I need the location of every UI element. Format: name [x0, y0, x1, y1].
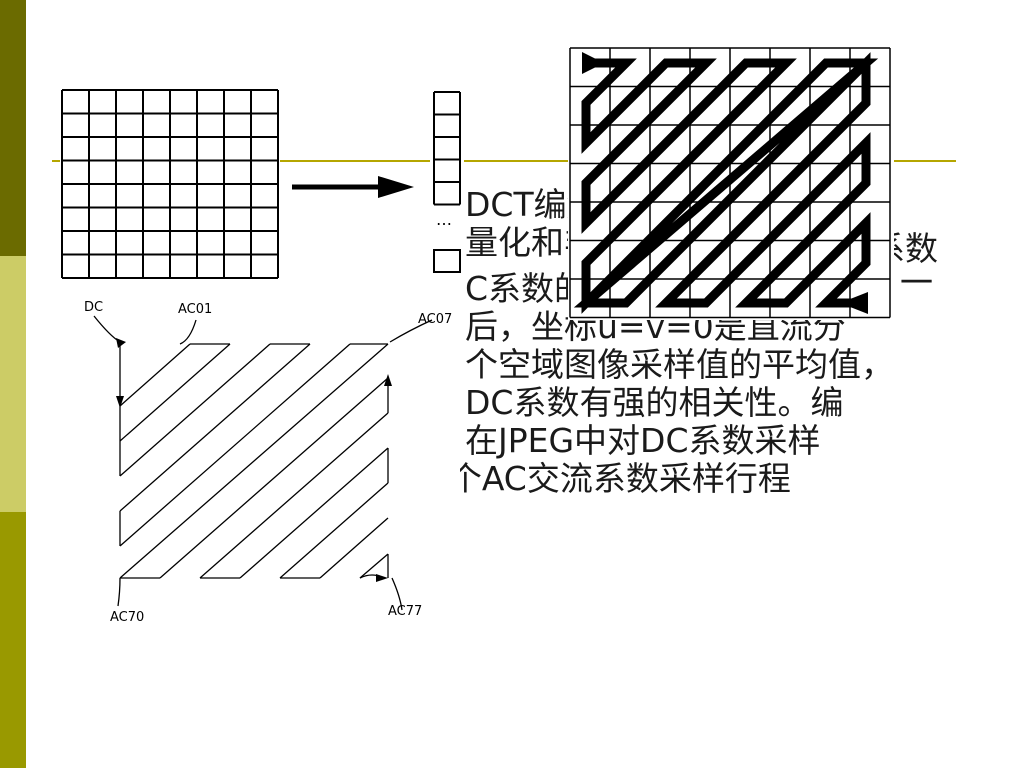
diagonal-scan-figure: DC AC01 AC07 AC70 AC77 [80, 296, 460, 630]
sidebar-bar-middle [0, 256, 26, 512]
sidebar-bar-bottom [0, 512, 26, 768]
text-fragment-2: 一 [900, 263, 933, 302]
coefficient-column: … [430, 88, 464, 278]
zigzag-svg [569, 47, 891, 319]
arrow-svg [292, 176, 414, 198]
diagonal-svg [93, 315, 433, 611]
label-dc: DC [84, 300, 104, 315]
sidebar-bar-top [0, 0, 26, 256]
body-line-8: DC系数有强的相关性。编 [465, 383, 844, 422]
label-ac07: AC07 [418, 312, 453, 327]
label-ac01: AC01 [178, 302, 213, 317]
transform-arrow [290, 172, 420, 202]
title-rule [52, 160, 956, 162]
body-line-7: 个空域图像采样值的平均值， [465, 345, 894, 384]
zigzag-scan-figure [568, 46, 894, 320]
zigzag-end-arrow [840, 292, 868, 314]
block-grid-svg [61, 89, 279, 279]
column-last-cell [433, 249, 461, 273]
zigzag-start-arrow [582, 52, 604, 74]
column-svg [433, 91, 461, 273]
body-line-9: 在JPEG中对DC系数采样 [465, 421, 821, 460]
zigzag-path [573, 52, 879, 314]
label-ac77: AC77 [388, 604, 423, 619]
column-ellipsis: … [436, 210, 452, 229]
block-grid-figure [60, 88, 280, 280]
label-ac70: AC70 [110, 610, 145, 625]
